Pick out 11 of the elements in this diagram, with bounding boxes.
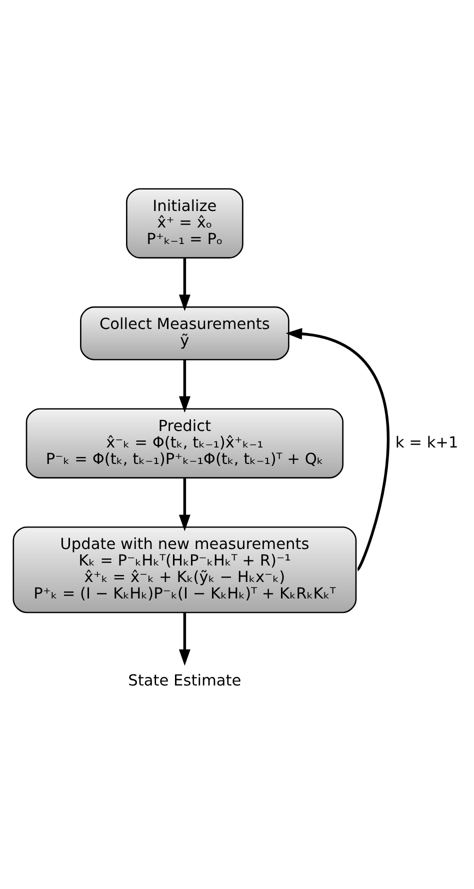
node-box: Predict x̂⁻ₖ = Φ(tₖ, tₖ₋₁)x̂⁺ₖ₋₁ P⁻ₖ = Φ(tₖ, tₖ₋₁)P⁺ₖ₋₁Φ(tₖ, tₖ₋₁)ᵀ + Qₖ — [25, 408, 344, 478]
node-text: State Estimate — [128, 670, 241, 689]
arrow — [178, 478, 190, 531]
node-box: Collect Measurements ỹ — [80, 306, 289, 360]
arrow — [178, 257, 190, 311]
arrow — [178, 359, 190, 412]
node-box: Update with new measurements Kₖ = P⁻ₖHₖᵀ(HₖP⁻ₖHₖᵀ + R)⁻¹ x̂⁺ₖ = x̂⁻ₖ + Kₖ(ỹₖ − Hₖx⁻ₖ) P⁺ₖ = (I − KₖHₖ)P⁻ₖ(I − KₖHₖ)ᵀ + KₖRₖKₖᵀ — [12, 526, 356, 613]
arrow — [178, 612, 190, 666]
edge-label: k = k+1 — [394, 432, 458, 451]
arrow — [285, 328, 389, 570]
node-box: Initialize x̂⁺ = x̂ₒ P⁺ₖ₋₁ = Pₒ — [126, 188, 243, 258]
